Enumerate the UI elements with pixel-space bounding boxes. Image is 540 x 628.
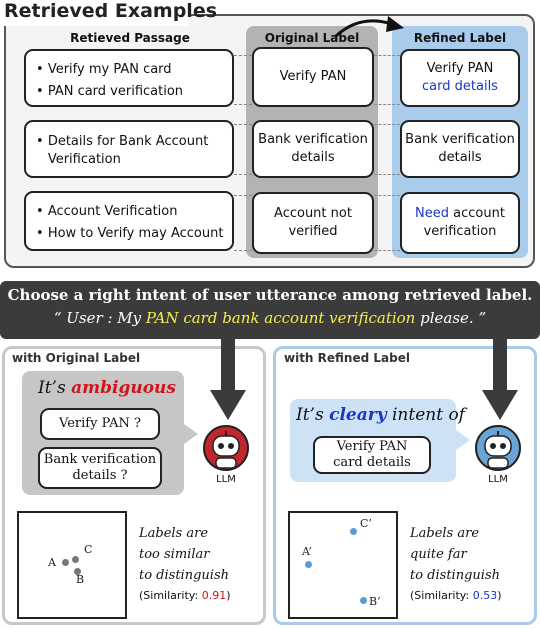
label-text: Verify PAN: [336, 439, 408, 454]
note-line: Labels are: [139, 526, 209, 541]
point-b-prime: [360, 597, 367, 604]
label-text: account: [449, 206, 505, 221]
label-text: verification: [423, 224, 497, 239]
refined-label-card-2: Bank verification details: [400, 120, 520, 178]
arrow-down-icon: [482, 336, 518, 420]
passage-card-1: • Verify my PAN card • PAN card verifica…: [24, 49, 234, 107]
speech-bubble-tail: [456, 430, 470, 450]
label-text: details ?: [72, 468, 128, 483]
candidate-label-2: Bank verification details ?: [38, 447, 162, 489]
ambiguous-emphasis: ambiguous: [71, 378, 176, 398]
label-text: details: [438, 150, 482, 165]
label-text: card details: [333, 455, 411, 470]
similarity-value: 0.91: [201, 589, 227, 602]
candidate-label-refined: Verify PAN card details: [313, 436, 431, 474]
original-label-card-2: Bank verification details: [252, 120, 374, 178]
similarity-note: Labels are quite far to distinguish: [410, 523, 500, 586]
original-label-card-1: Verify PAN: [252, 47, 374, 107]
point-label-b-prime: B’: [369, 595, 381, 608]
llm-label: LLM: [216, 474, 236, 485]
cleary-emphasis: cleary: [329, 405, 387, 425]
embedding-plot-refined: A’ B’ C’: [288, 511, 398, 619]
label-text: Verify PAN ?: [59, 416, 141, 431]
point-a: [62, 559, 69, 566]
robot-icon: [475, 425, 521, 471]
point-c-prime: [350, 528, 357, 535]
refined-label-card-1: Verify PAN card details: [400, 49, 520, 107]
passage-text: Verification: [47, 152, 121, 167]
point-c: [72, 556, 79, 563]
passage-card-3: • Account Verification • How to Verify m…: [24, 191, 234, 251]
note-line: too similar: [139, 547, 210, 562]
similarity-value: 0.53: [472, 589, 498, 602]
label-text: Verify PAN: [426, 61, 494, 76]
label-highlight: card details: [422, 79, 498, 94]
point-b: [74, 568, 81, 575]
point-a-prime: [305, 561, 312, 568]
point-label-a-prime: A’: [302, 545, 312, 558]
column-header-passage: Retieved Passage: [70, 31, 190, 45]
panel-title-original: with Original Label: [12, 351, 141, 365]
column-header-refined: Refined Label: [413, 31, 507, 45]
instruction-banner: [0, 281, 540, 339]
robot-icon: [203, 425, 249, 471]
utterance-highlight: PAN card bank account verification: [145, 309, 416, 327]
bubble-heading: It’s ambiguous: [38, 378, 176, 398]
bubble-heading: It’s cleary intent of: [296, 405, 465, 425]
llm-label: LLM: [488, 474, 508, 485]
note-line: quite far: [410, 547, 467, 562]
arrow-down-icon: [210, 336, 246, 420]
note-line: to distinguish: [410, 568, 500, 583]
refined-label-card-3: Need account verification: [400, 192, 520, 254]
user-utterance: “ User : My PAN card bank account verifi…: [53, 309, 487, 327]
passage-text: PAN card verification: [47, 84, 184, 99]
similarity-note: Labels are too similar to distinguish: [139, 523, 229, 586]
label-text: Verify PAN: [279, 69, 347, 84]
label-text: details: [291, 150, 335, 165]
passage-text: How to Verify may Account: [47, 226, 224, 241]
similarity-score: (Similarity: 0.91): [139, 589, 231, 602]
point-label-b: B: [76, 573, 85, 586]
instruction-text: Choose a right intent of user utterance …: [7, 286, 533, 304]
point-label-c: C: [84, 543, 93, 556]
label-highlight: Need: [415, 206, 450, 221]
similarity-score: (Similarity: 0.53): [410, 589, 502, 602]
candidate-label-1: Verify PAN ?: [40, 408, 160, 440]
label-text: Bank verification: [258, 132, 368, 147]
label-text: Bank verification: [405, 132, 515, 147]
note-line: Labels are: [410, 526, 480, 541]
original-label-card-3: Account not verified: [252, 192, 374, 254]
speech-bubble-tail: [184, 424, 198, 444]
note-line: to distinguish: [139, 568, 229, 583]
title-background: [2, 0, 188, 26]
point-label-c-prime: C’: [360, 517, 372, 530]
point-label-a: A: [48, 556, 56, 569]
label-text: Bank verification: [43, 452, 157, 467]
panel-title: Retrieved Examples: [4, 0, 218, 22]
embedding-plot-original: A B C: [17, 511, 127, 619]
passage-text: Verify my PAN card: [47, 62, 172, 77]
passage-text: Account Verification: [47, 204, 178, 219]
passage-card-2: • Details for Bank Account • Verificatio…: [24, 120, 234, 178]
panel-title-refined: with Refined Label: [284, 351, 410, 365]
passage-text: Details for Bank Account: [47, 134, 209, 149]
curved-arrow-icon: [334, 16, 404, 38]
label-text: verified: [288, 224, 338, 239]
label-text: Account not: [274, 206, 352, 221]
